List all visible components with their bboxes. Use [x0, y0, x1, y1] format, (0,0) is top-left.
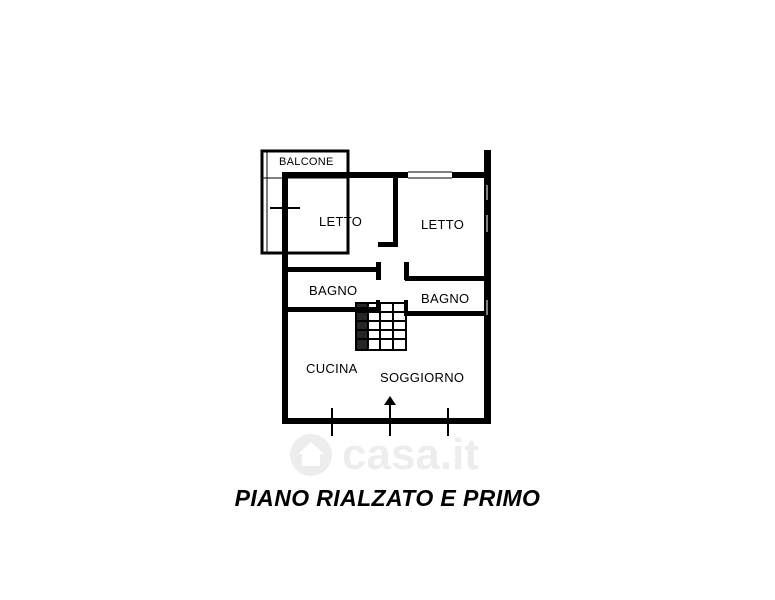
top-window — [408, 171, 452, 179]
house-icon — [290, 434, 332, 476]
room-label-soggiorno: SOGGIORNO — [380, 370, 465, 385]
room-label-bagno-left: BAGNO — [309, 283, 358, 298]
room-label-bagno-right: BAGNO — [421, 291, 470, 306]
watermark: casa.it — [288, 425, 479, 485]
entrance-arrow-icon — [384, 396, 396, 418]
window-markers — [270, 194, 456, 436]
watermark-text: casa.it — [342, 430, 479, 479]
staircase — [355, 302, 407, 351]
room-label-balcone: BALCONE — [279, 156, 334, 168]
plan-caption: PIANO RIALZATO E PRIMO — [234, 485, 541, 511]
room-label-cucina: CUCINA — [306, 361, 358, 376]
room-label-letto-left: LETTO — [319, 214, 363, 229]
room-label-letto-right: LETTO — [421, 217, 465, 232]
